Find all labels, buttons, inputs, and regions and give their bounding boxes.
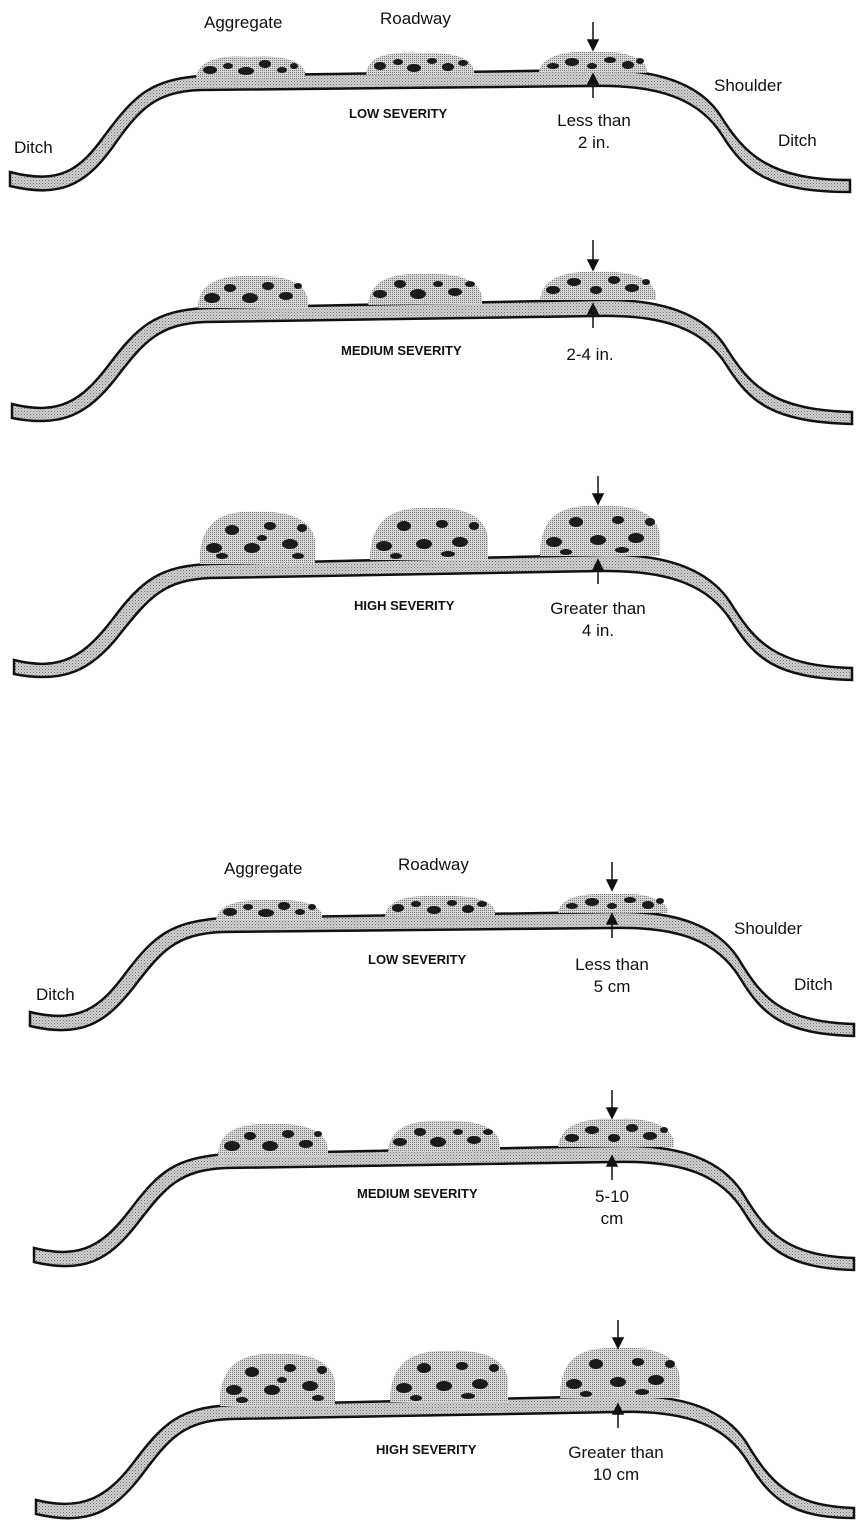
roadway-label: Roadway (398, 855, 469, 874)
ditch-left-label: Ditch (36, 985, 75, 1004)
road-cross-section (12, 553, 854, 682)
severity-label: LOW SEVERITY (368, 952, 467, 967)
measure-line-1: Less than (557, 111, 631, 130)
aggregate-label: Aggregate (204, 13, 282, 32)
aggregate-stones (204, 276, 650, 303)
measure-line-2: cm (601, 1209, 624, 1228)
ditch-right-label: Ditch (794, 975, 833, 994)
measure-line-2: 10 cm (593, 1465, 639, 1484)
aggregate-stones (226, 1358, 675, 1403)
severity-label: HIGH SEVERITY (354, 598, 455, 613)
aggregate-stones (224, 1124, 668, 1151)
measurement-arrows (591, 476, 605, 584)
measure-line-1: Greater than (568, 1443, 663, 1462)
aggregate-stones (203, 57, 644, 75)
aggregate-stones (206, 516, 655, 559)
road-cross-section (28, 910, 856, 1038)
panel-medium-severity-metric: MEDIUM SEVERITY 5-10 cm (32, 1090, 856, 1272)
aggregate-stones (223, 897, 664, 917)
severity-label: LOW SEVERITY (349, 106, 448, 121)
measurement-arrows (586, 240, 600, 328)
measure-line-1: 5-10 (595, 1187, 629, 1206)
measurement-arrows (586, 22, 600, 98)
aggregate-pile (199, 505, 660, 564)
measure-line-1: Less than (575, 955, 649, 974)
panel-low-severity-imperial: Aggregate Roadway Shoulder Ditch Ditch L… (8, 9, 852, 194)
severity-label: MEDIUM SEVERITY (341, 343, 462, 358)
panel-medium-severity-imperial: MEDIUM SEVERITY 2-4 in. (10, 240, 854, 426)
measure-line-2: 4 in. (582, 621, 614, 640)
road-cross-section (8, 68, 852, 194)
severity-label: HIGH SEVERITY (376, 1442, 477, 1457)
ditch-left-label: Ditch (14, 138, 53, 157)
shoulder-label: Shoulder (734, 919, 802, 938)
measurement-arrows (611, 1320, 625, 1428)
panel-high-severity-imperial: HIGH SEVERITY Greater than 4 in. (12, 476, 854, 682)
measure-line-2: 5 cm (594, 977, 631, 996)
measurement-arrows (605, 862, 619, 938)
aggregate-pile (219, 1347, 680, 1406)
panel-low-severity-metric: Aggregate Roadway Shoulder Ditch Ditch L… (28, 855, 856, 1038)
road-cross-section (10, 298, 854, 426)
severity-label: MEDIUM SEVERITY (357, 1186, 478, 1201)
ditch-right-label: Ditch (778, 131, 817, 150)
aggregate-label: Aggregate (224, 859, 302, 878)
measure-line-1: Greater than (550, 599, 645, 618)
panel-high-severity-metric: HIGH SEVERITY Greater than 10 cm (34, 1320, 856, 1520)
shoulder-label: Shoulder (714, 76, 782, 95)
measure-line-2: 2 in. (578, 133, 610, 152)
aggregate-pile (198, 271, 656, 308)
road-cross-section (34, 1394, 856, 1520)
measure-line-1: 2-4 in. (566, 345, 613, 364)
aggregate-pile (218, 1118, 674, 1156)
measurement-arrows (605, 1090, 619, 1180)
roadway-label: Roadway (380, 9, 451, 28)
road-cross-section (32, 1144, 856, 1272)
